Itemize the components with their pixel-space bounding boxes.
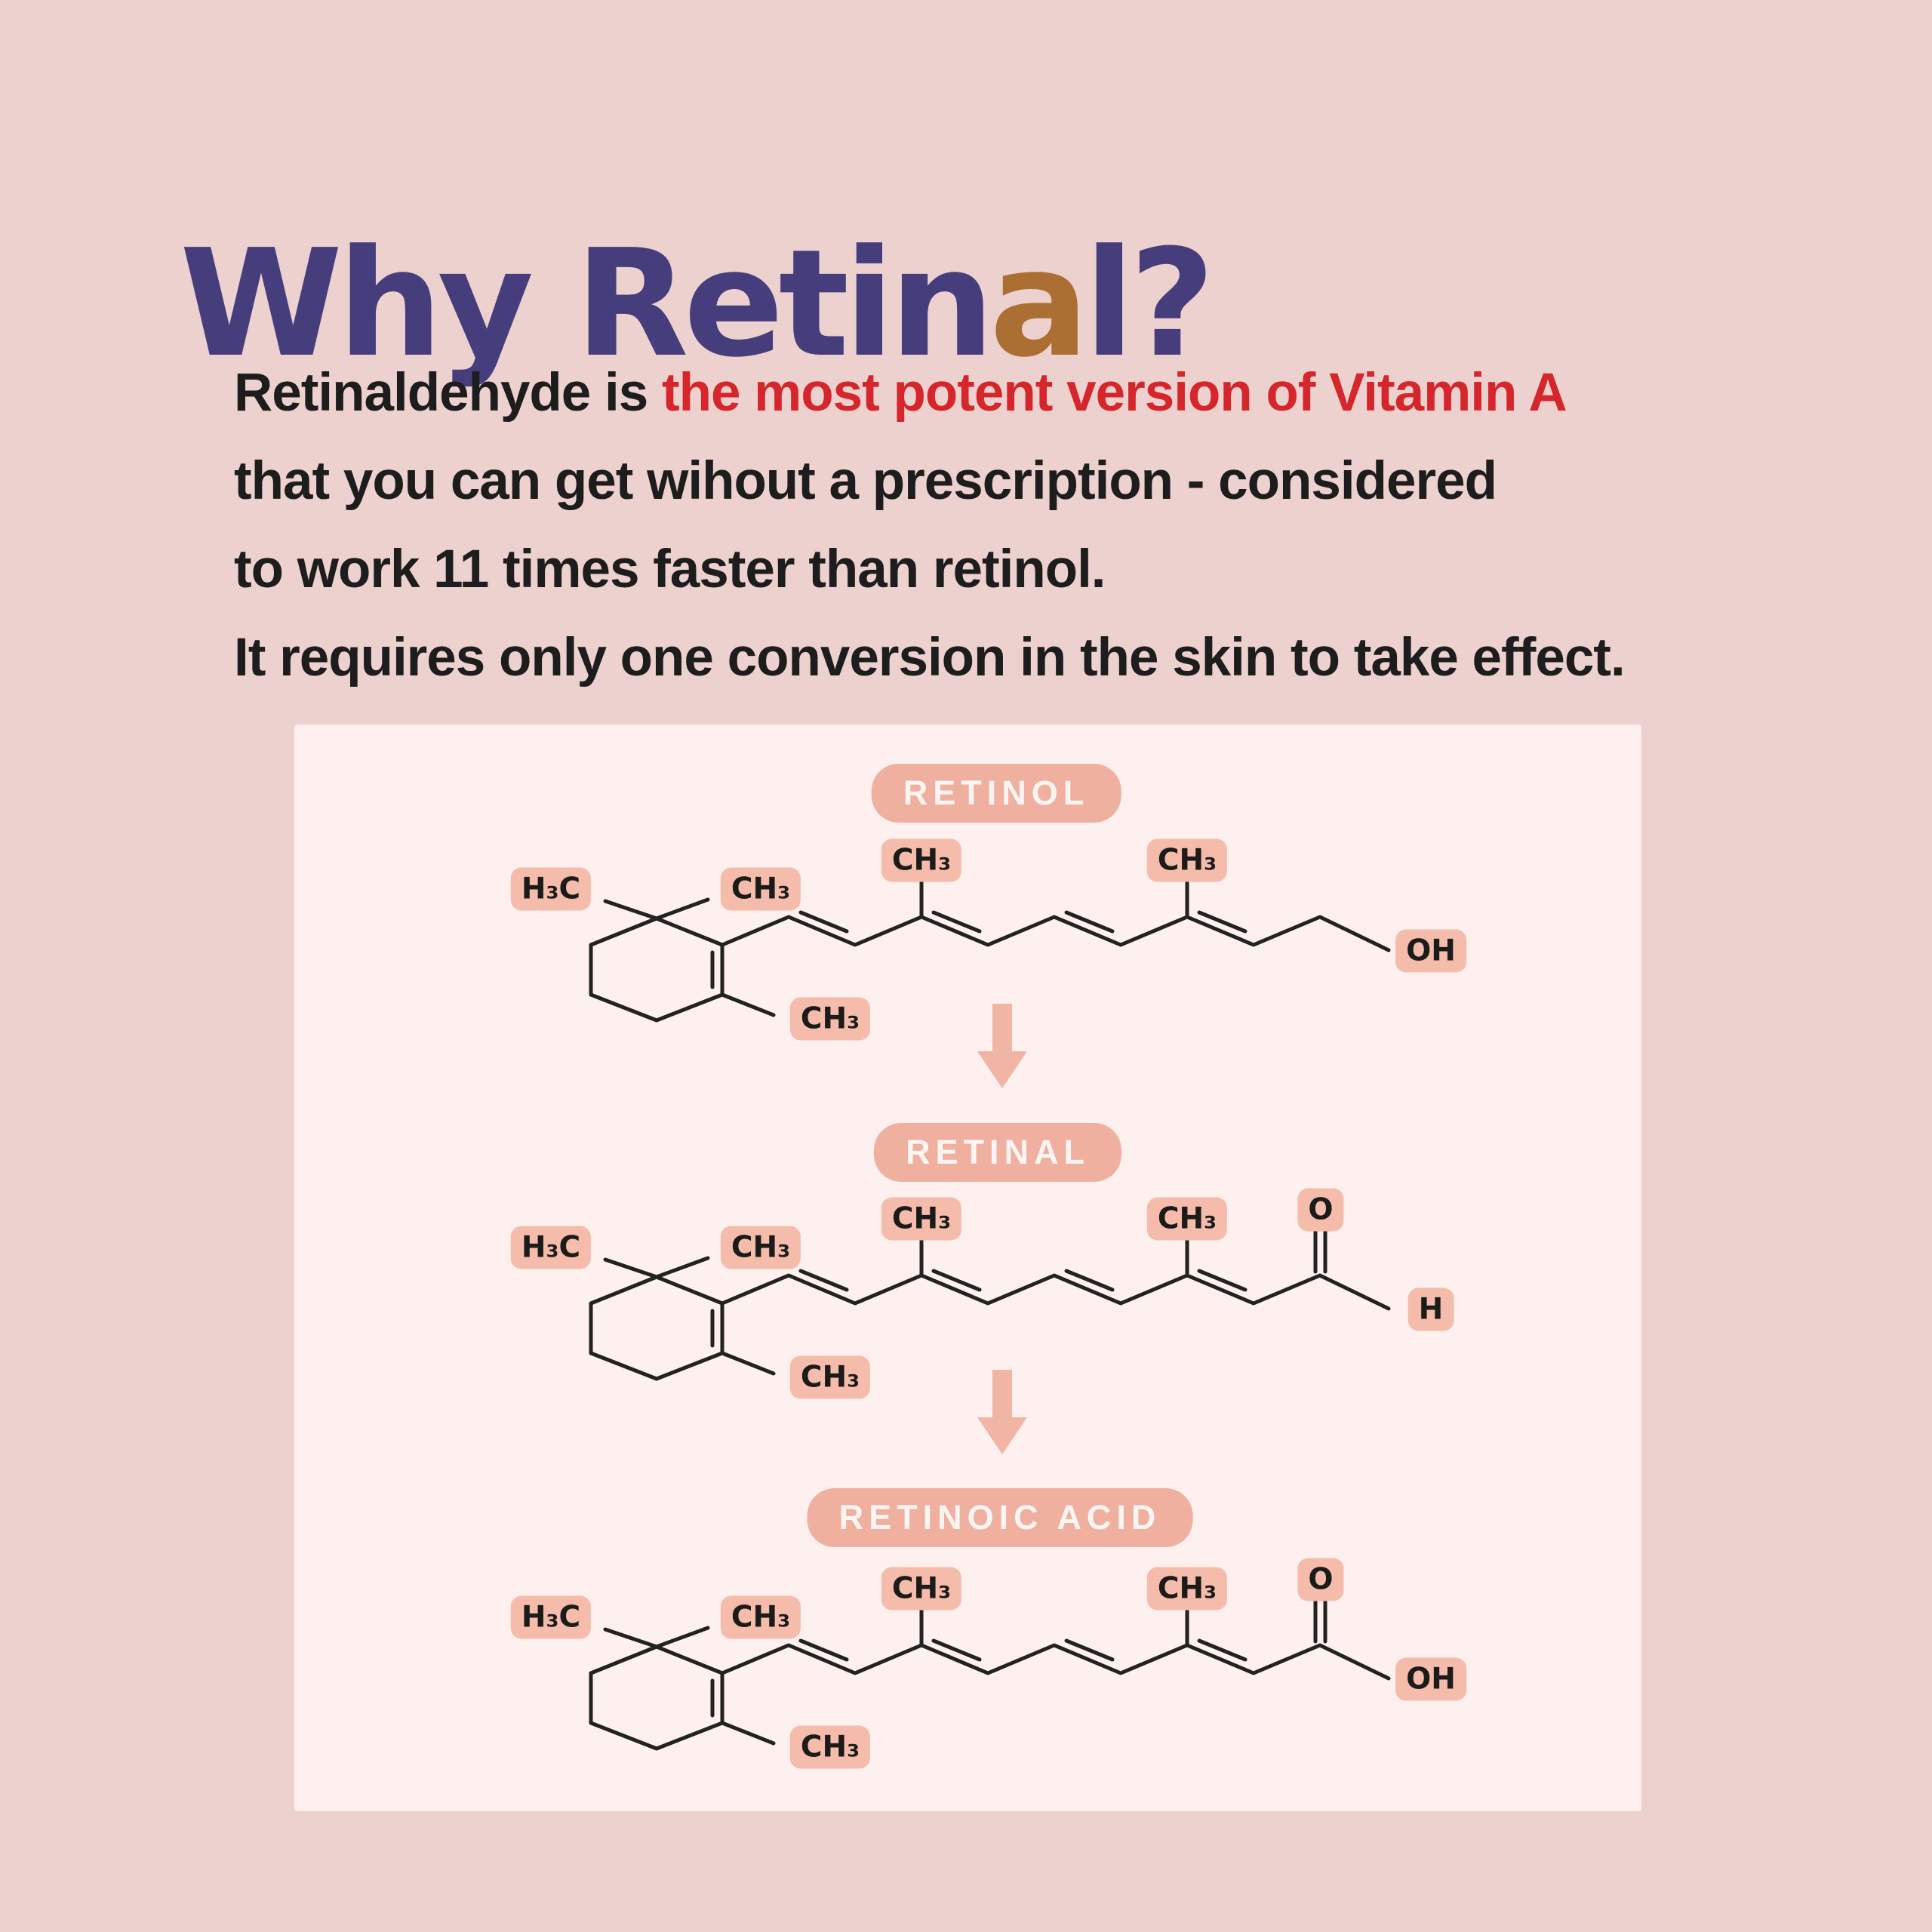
atom-label-ch3: CH₃	[720, 867, 801, 911]
molecule-retinol: H₃C CH₃ CH₃ CH₃ CH₃ OH	[510, 830, 1509, 1079]
atom-label-oh: OH	[1395, 1657, 1466, 1701]
retinol-structure-drawing	[589, 873, 1391, 1023]
atom-label-ch3: CH₃	[789, 1355, 871, 1399]
atom-label-ch3: CH₃	[720, 1595, 801, 1639]
atom-label-h3c: H₃C	[510, 1595, 592, 1639]
retinal-structure-drawing	[589, 1226, 1391, 1381]
down-arrow-icon	[977, 1370, 1027, 1454]
title-highlight-letter: a	[989, 218, 1089, 391]
atom-label-ch3: CH₃	[720, 1226, 801, 1269]
retinol-title-pill: RETINOL	[871, 764, 1121, 823]
title-prefix: Why Retin	[180, 218, 995, 391]
molecule-retinal: H₃C CH₃ CH₃ CH₃ CH₃ O H	[510, 1188, 1509, 1438]
title-suffix: l?	[1084, 218, 1215, 391]
down-arrow-icon	[977, 1004, 1027, 1088]
atom-label-h3c: H₃C	[510, 1226, 592, 1269]
atom-label-o: O	[1297, 1188, 1344, 1232]
retinoic-acid-structure-drawing	[589, 1595, 1391, 1751]
retinoic-acid-title-pill: RETINOIC ACID	[807, 1488, 1193, 1547]
retinal-title-pill: RETINAL	[874, 1123, 1121, 1182]
atom-label-h: H	[1407, 1287, 1454, 1331]
intro-line-3: to work 11 times faster than retinol.	[234, 540, 1106, 599]
intro-line1-black: Retinaldehyde is	[234, 363, 662, 423]
atom-label-oh: OH	[1395, 929, 1466, 973]
intro-line-4: It requires only one conversion in the s…	[234, 628, 1626, 688]
page-title: Why Retinal?	[180, 218, 1215, 391]
atom-label-ch3: CH₃	[881, 1567, 962, 1611]
atom-label-ch3: CH₃	[789, 1725, 871, 1769]
atom-label-ch3: CH₃	[1146, 838, 1228, 882]
intro-line-1: Retinaldehyde is the most potent version…	[234, 349, 1879, 437]
atom-label-ch3: CH₃	[1146, 1197, 1228, 1241]
atom-label-ch3: CH₃	[881, 1197, 962, 1241]
atom-label-o: O	[1297, 1558, 1344, 1601]
atom-label-h3c: H₃C	[510, 867, 592, 911]
intro-line-2: that you can get wihout a prescription -…	[234, 451, 1497, 511]
atom-label-ch3: CH₃	[881, 838, 962, 882]
molecule-retinoic-acid: H₃C CH₃ CH₃ CH₃ CH₃ O OH	[510, 1558, 1509, 1807]
atom-label-ch3: CH₃	[1146, 1567, 1228, 1611]
intro-line1-red: the most potent version of Vitamin A	[661, 363, 1567, 423]
atom-label-ch3: CH₃	[789, 997, 871, 1041]
intro-paragraph: Retinaldehyde is the most potent version…	[234, 349, 1879, 702]
